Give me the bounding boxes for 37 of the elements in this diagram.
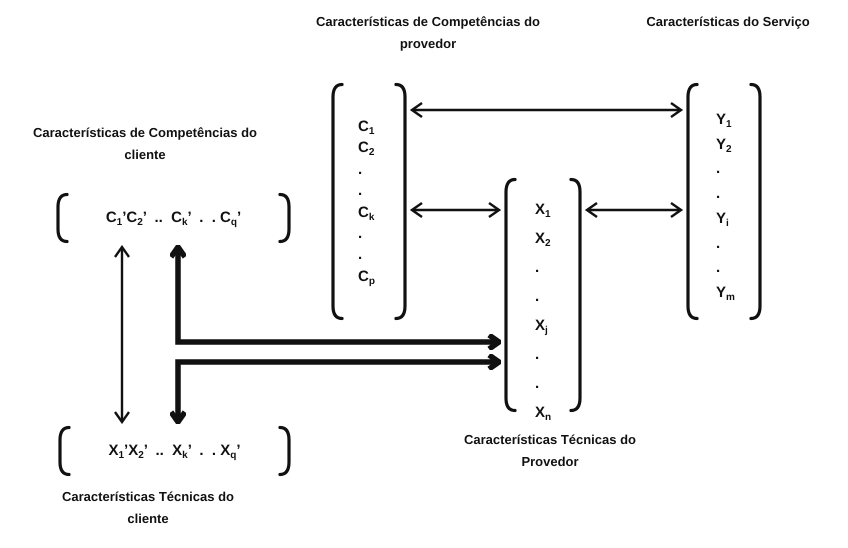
matrix-heading: Características de Competências do cliente	[32, 124, 258, 164]
matrix-entry: .	[716, 184, 720, 204]
matrix-entry: X$_{1}$’X$_{2}$’ .. X$_{k}$’ . . X$_{q}$’	[108, 441, 241, 461]
double-arrow	[586, 202, 682, 218]
matrix-entry: .	[358, 245, 362, 266]
matrix-heading: Características Técnicas do Provedor	[463, 431, 637, 471]
matrix-entry: C$_{2}$	[358, 138, 374, 159]
double-arrow	[168, 244, 502, 352]
matrix-entry: .	[535, 345, 540, 365]
double-arrow	[410, 202, 500, 218]
matrix-heading: Características do Serviço	[645, 13, 811, 31]
matrix-entry: .	[716, 234, 720, 254]
matrix-entry: C$_{k}$	[358, 202, 374, 224]
matrix-entry: .	[358, 160, 362, 180]
matrix-entry: .	[535, 374, 540, 394]
double-arrow	[168, 352, 502, 425]
matrix-entry: .	[358, 181, 362, 202]
matrix-entry: .	[716, 258, 720, 278]
matrix-entry: X$_{2}$	[535, 229, 551, 251]
matrix-heading: Características de Competências do provedor	[315, 13, 541, 53]
matrix-entry: .	[716, 159, 720, 180]
matrix-entry: .	[358, 224, 362, 244]
matrix-entry: X$_{j}$	[535, 316, 548, 338]
matrix-entry: C$_{p}$	[358, 266, 375, 288]
double-arrow	[114, 246, 130, 424]
matrix-entry: Y$_{2}$	[716, 134, 732, 157]
matrix-entry: C$_{1}$	[358, 117, 374, 138]
matrix-entry: X$_{n}$	[535, 403, 552, 425]
matrix-heading: Características Técnicas do cliente	[61, 488, 235, 528]
matrix-entry: C$_{1}$’C$_{2}$’ .. C$_{k}$’ . . C$_{q}$’	[106, 208, 242, 228]
matrix-entry: Y$_{i}$	[716, 208, 729, 231]
matrix-entry: .	[535, 258, 540, 278]
matrix-entry: .	[535, 287, 540, 307]
double-arrow	[410, 102, 682, 118]
matrix-entry: X$_{1}$	[535, 200, 551, 222]
matrix-entry: Y$_{1}$	[716, 110, 732, 132]
matrix-entry: Y$_{m}$	[716, 282, 735, 305]
